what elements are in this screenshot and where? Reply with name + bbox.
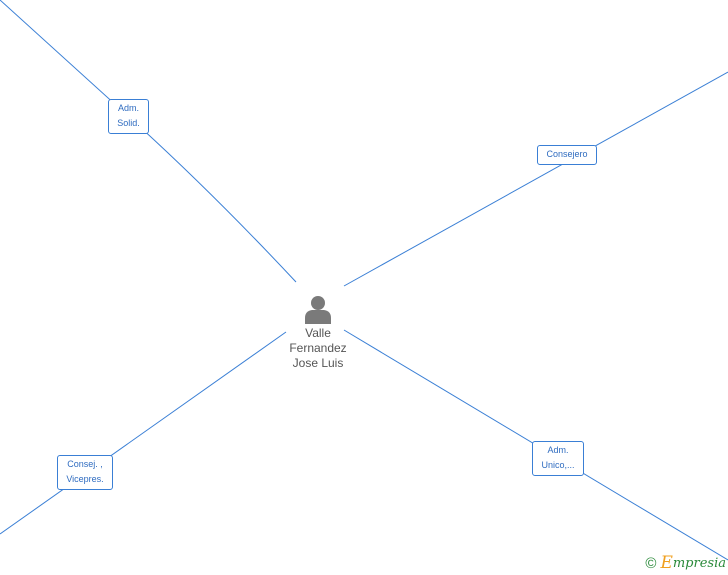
person-name-line: Jose Luis <box>292 356 344 370</box>
role-label-top-left[interactable]: Adm. Solid. <box>108 99 149 134</box>
person-name-line: Valle <box>305 326 331 340</box>
edge-top-right <box>343 71 728 287</box>
role-label-bottom-right[interactable]: Adm. Unico,... <box>532 441 584 476</box>
person-name: Valle Fernandez Jose Luis <box>278 326 358 371</box>
person-name-line: Fernandez <box>289 341 347 355</box>
role-label-bottom-left[interactable]: Consej. , Vicepres. <box>57 455 113 490</box>
role-label-line: Consej. , <box>67 459 103 469</box>
edge-top-left <box>0 0 129 117</box>
role-label-line: Adm. <box>117 103 139 113</box>
edge-top-left-inner <box>127 115 297 283</box>
role-label-top-right[interactable]: Consejero <box>537 145 597 165</box>
empresia-watermark: © E mpresia <box>645 553 726 573</box>
brand-text: mpresia <box>672 555 726 571</box>
role-label-line: Solid. <box>117 118 140 128</box>
edge-bottom-left <box>0 331 287 535</box>
role-label-line: Consejero <box>546 149 588 159</box>
brand-initial: E <box>660 553 673 573</box>
role-label-line: Vicepres. <box>66 474 104 484</box>
copyright-symbol: © <box>645 554 657 572</box>
person-node[interactable]: Valle Fernandez Jose Luis <box>278 294 358 371</box>
person-icon <box>305 296 331 324</box>
role-label-line: Unico,... <box>541 460 575 470</box>
role-label-line: Adm. <box>547 445 569 455</box>
